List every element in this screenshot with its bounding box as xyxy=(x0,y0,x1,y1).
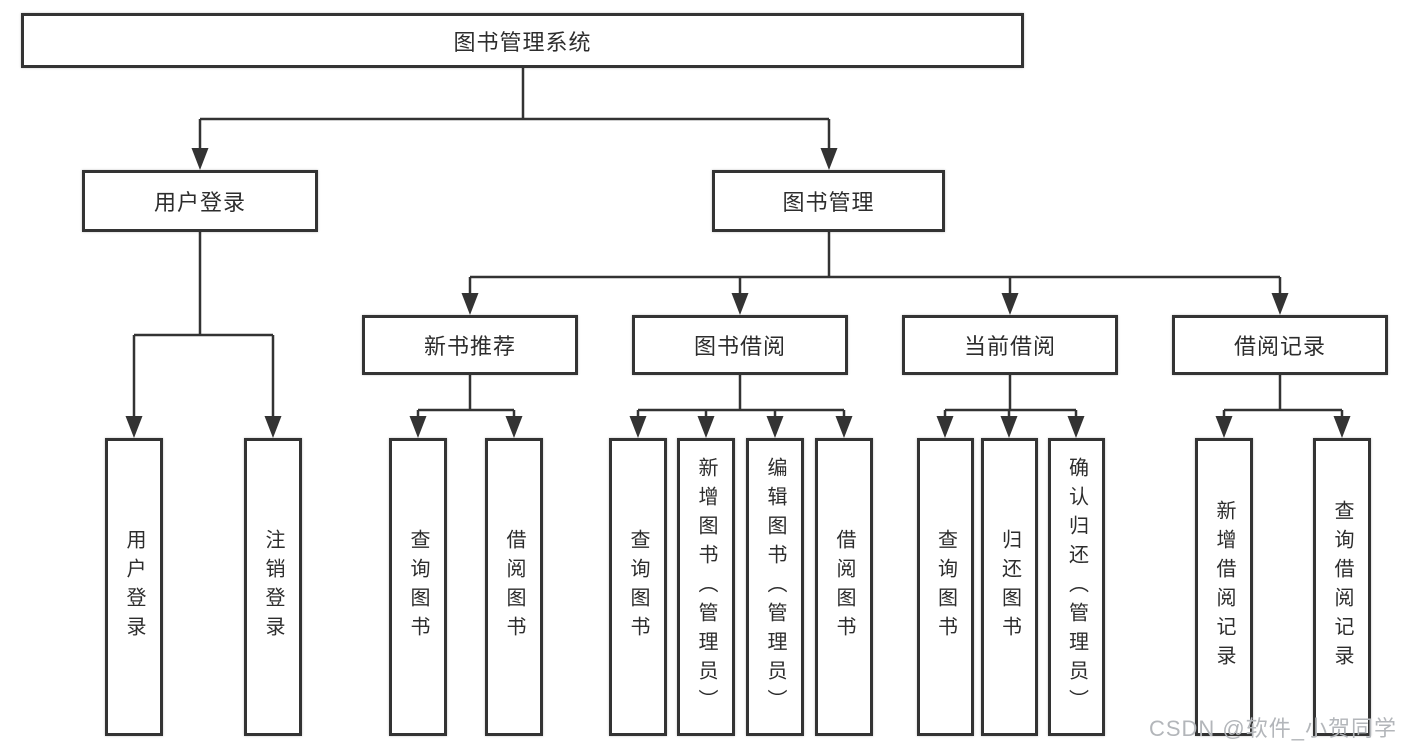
watermark: CSDN @软件_小贺同学 xyxy=(1148,716,1397,741)
node-borrow-records-label: 借阅记录 xyxy=(1233,334,1326,359)
node-user-login: 用户登录 xyxy=(82,170,318,232)
leaf-query-books-current: 查询图书 xyxy=(917,438,974,736)
node-book-borrow-label: 图书借阅 xyxy=(693,334,786,359)
leaf-logout: 注销登录 xyxy=(244,438,302,736)
leaf-query-books-borrow: 查询图书 xyxy=(609,438,667,736)
node-book-management-label: 图书管理 xyxy=(782,190,875,215)
node-new-book-recommend: 新书推荐 xyxy=(362,315,578,375)
arrowheads xyxy=(125,148,1351,438)
leaf-edit-books-admin: 编辑图书（管理员） xyxy=(746,438,804,736)
node-book-management: 图书管理 xyxy=(712,170,945,232)
leaf-add-books-admin: 新增图书（管理员） xyxy=(677,438,735,736)
node-root-label: 图书管理系统 xyxy=(453,29,592,55)
node-book-borrow: 图书借阅 xyxy=(632,315,848,375)
node-current-borrow: 当前借阅 xyxy=(902,315,1118,375)
node-borrow-records: 借阅记录 xyxy=(1172,315,1388,375)
leaf-borrow-books: 借阅图书 xyxy=(815,438,873,736)
leaf-return-books: 归还图书 xyxy=(981,438,1038,736)
node-new-book-recommend-label: 新书推荐 xyxy=(423,334,516,359)
leaf-user-login: 用户登录 xyxy=(105,438,163,736)
node-root: 图书管理系统 xyxy=(21,13,1024,68)
leaf-query-books-recommend: 查询图书 xyxy=(389,438,447,736)
leaf-query-borrow-record: 查询借阅记录 xyxy=(1313,438,1371,736)
leaf-borrow-books-recommend: 借阅图书 xyxy=(485,438,543,736)
node-current-borrow-label: 当前借阅 xyxy=(963,334,1056,359)
leaf-add-borrow-record: 新增借阅记录 xyxy=(1195,438,1253,736)
node-user-login-label: 用户登录 xyxy=(153,190,246,215)
leaf-confirm-return-admin: 确认归还（管理员） xyxy=(1048,438,1105,736)
